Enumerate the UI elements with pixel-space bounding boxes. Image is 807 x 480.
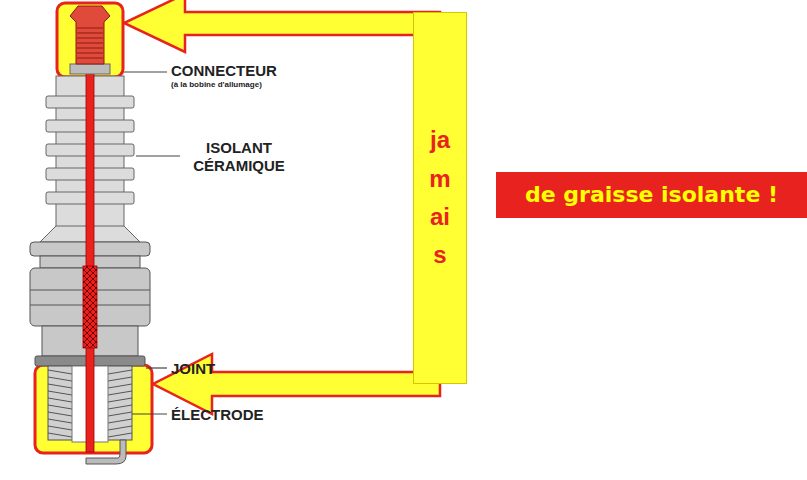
highlight-connector — [57, 3, 123, 77]
part-label: JOINT — [171, 360, 215, 378]
terminal-connector — [70, 6, 110, 74]
banner-text: de graisse isolante ! — [525, 182, 778, 208]
resistor — [83, 266, 97, 348]
vertical-word: jamais — [428, 121, 452, 275]
vertical-word-band: jamais — [413, 12, 467, 384]
part-label: ISOLANT CÉRAMIQUE — [183, 139, 295, 175]
part-label: ÉLECTRODE — [171, 406, 264, 424]
part-sublabel: (à la bobine d'allumage) — [171, 80, 262, 90]
resistor-hatch — [83, 266, 97, 348]
warning-banner: de graisse isolante ! — [496, 172, 807, 218]
part-label: CONNECTEUR — [171, 62, 277, 80]
center-conductor — [86, 70, 94, 452]
arrow-bottom — [153, 354, 440, 414]
arrow-top — [124, 0, 440, 52]
